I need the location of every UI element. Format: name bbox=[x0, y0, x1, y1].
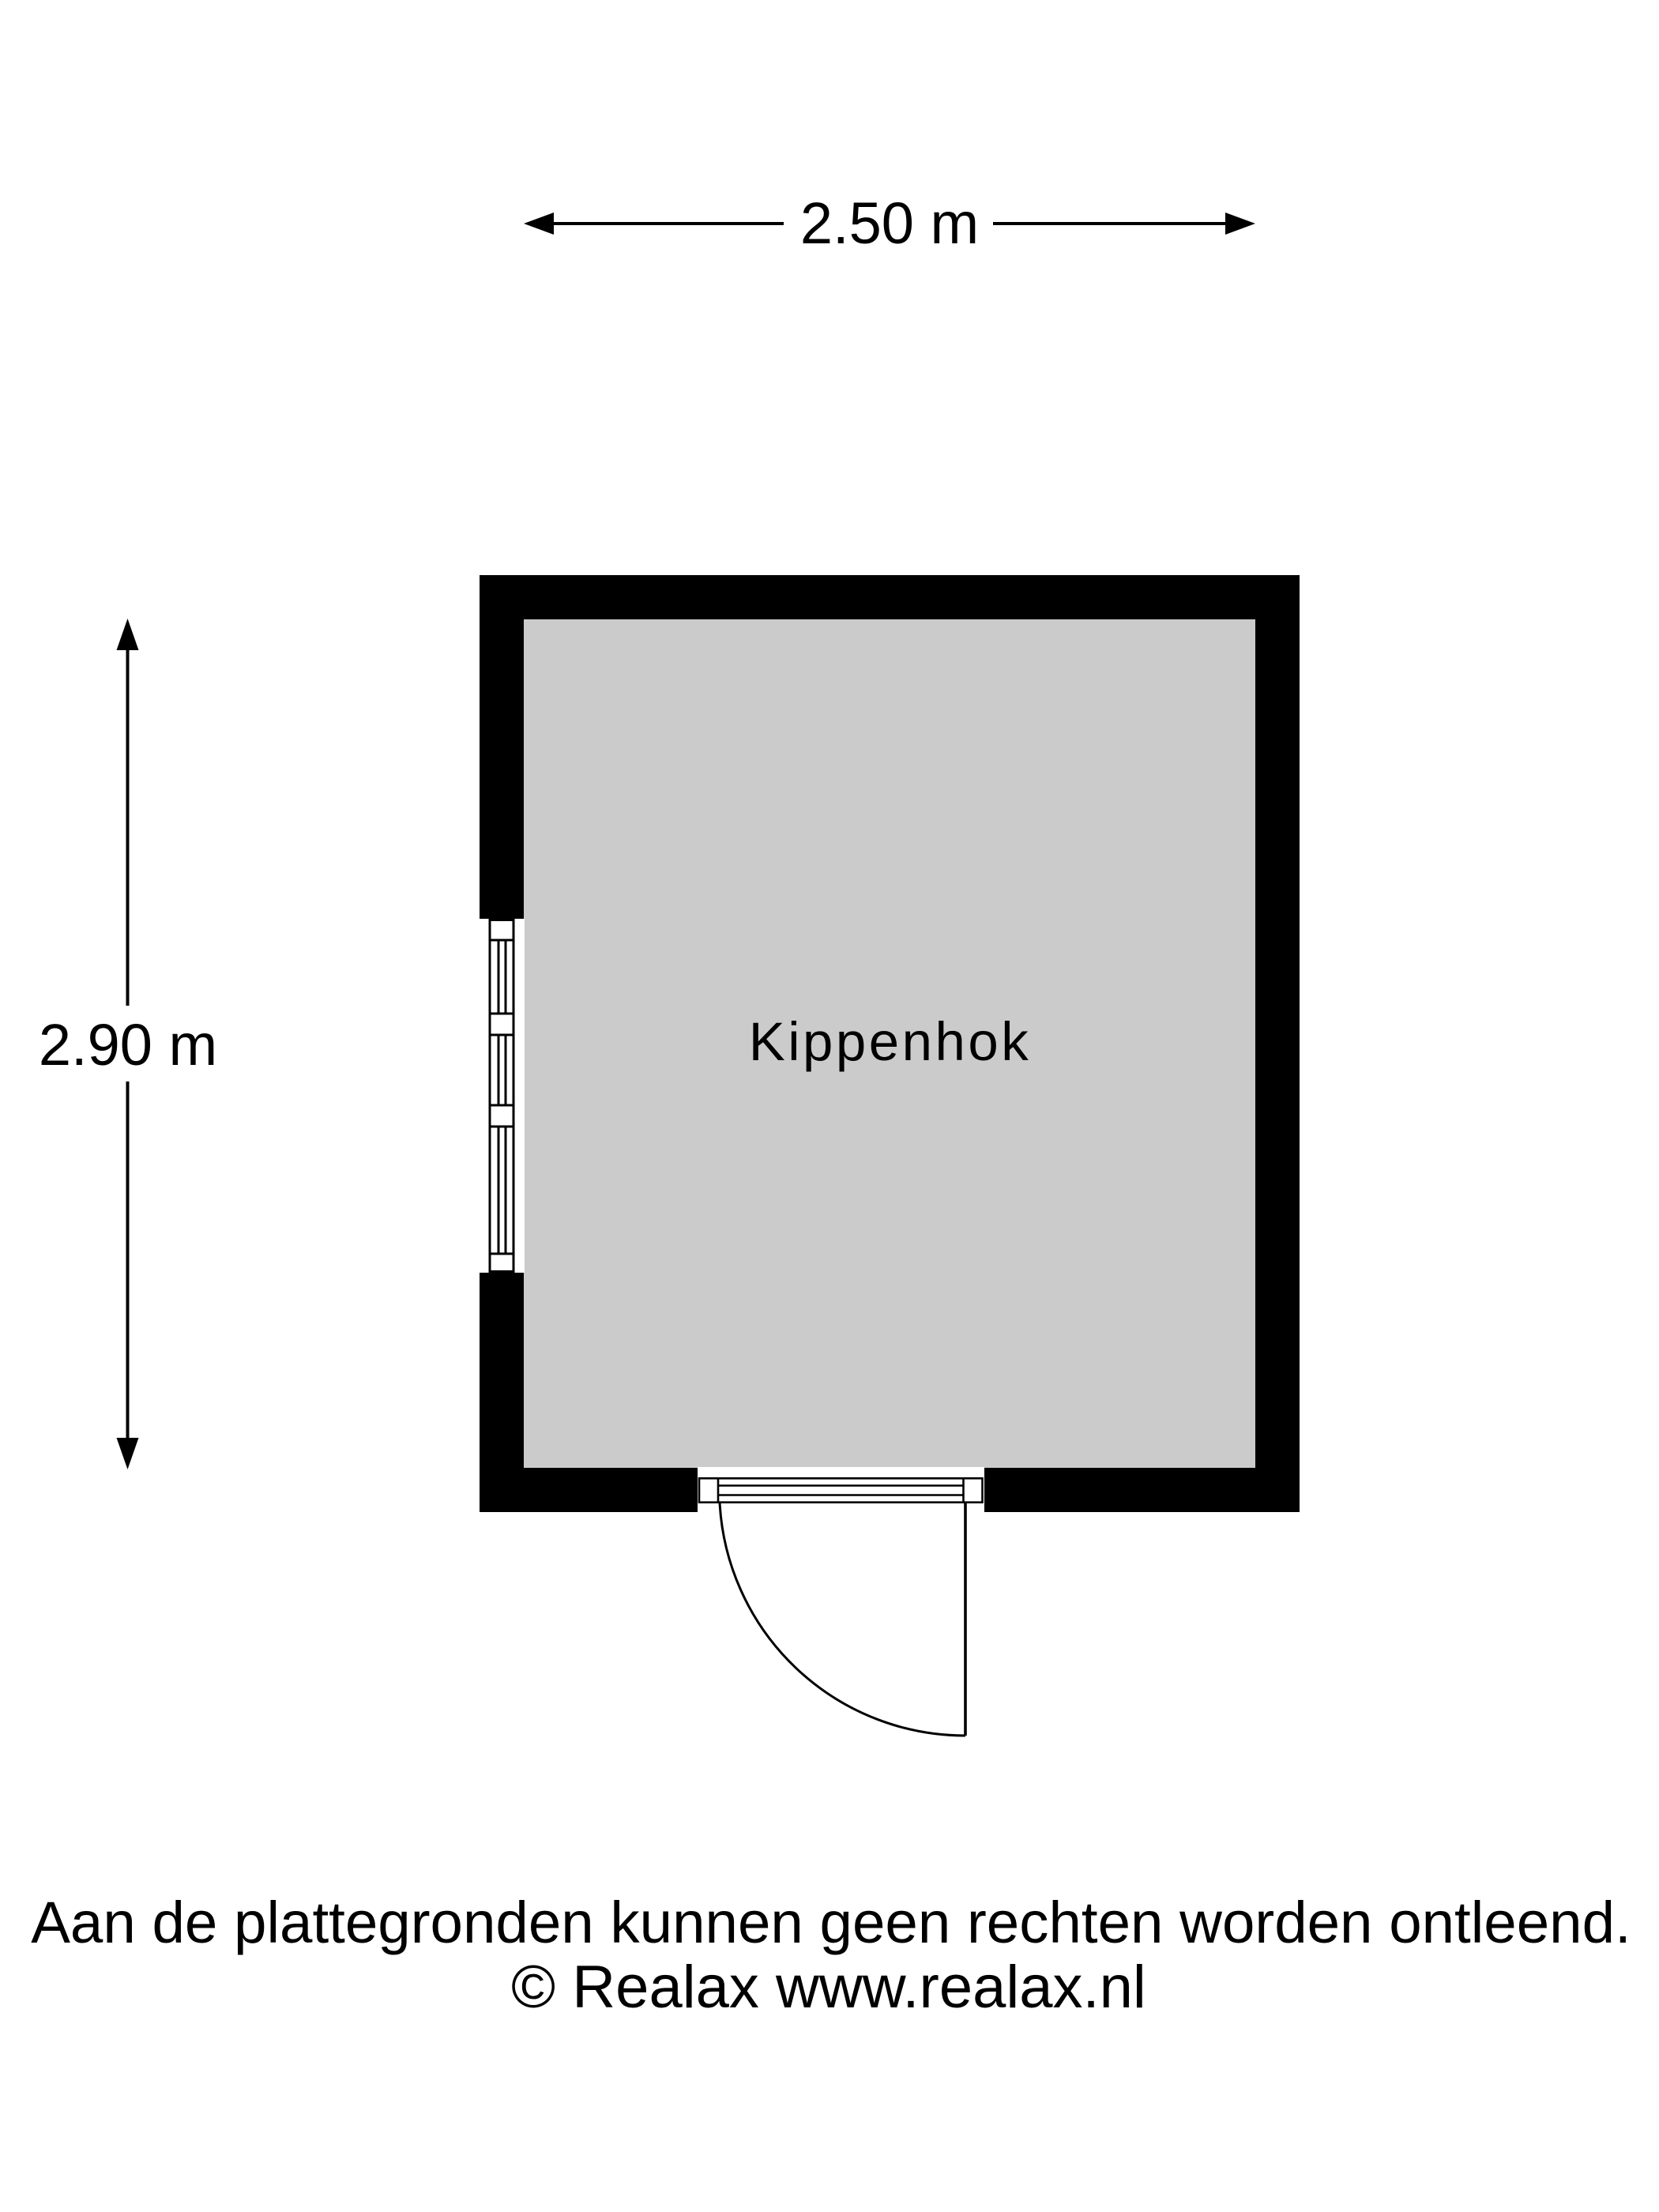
svg-text:2.50 m: 2.50 m bbox=[800, 190, 979, 256]
svg-text:© Realax www.realax.nl: © Realax www.realax.nl bbox=[511, 1954, 1146, 2021]
svg-text:Kippenhok: Kippenhok bbox=[749, 1011, 1032, 1072]
svg-text:Aan de plattegronden kunnen ge: Aan de plattegronden kunnen geen rechten… bbox=[31, 1890, 1631, 1955]
svg-text:2.90 m: 2.90 m bbox=[39, 1012, 217, 1078]
